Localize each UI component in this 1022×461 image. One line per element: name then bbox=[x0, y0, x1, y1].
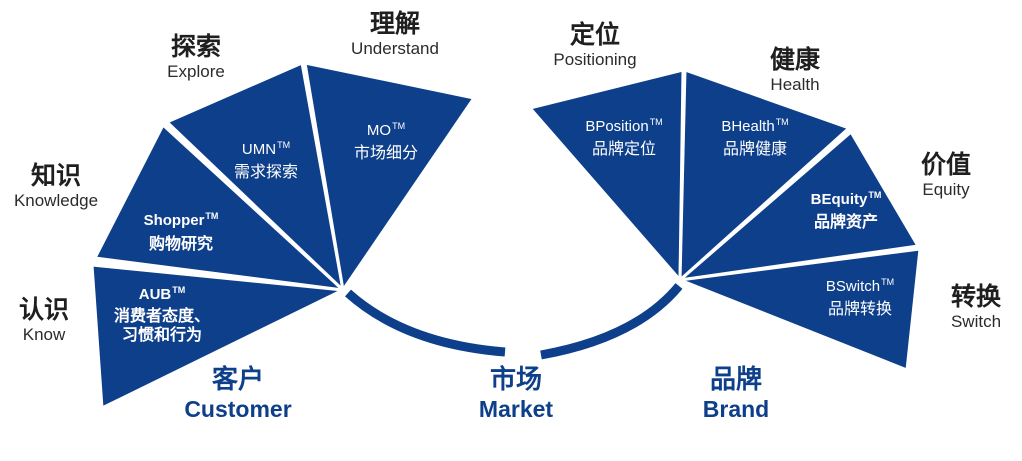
label-equity: 价值 Equity bbox=[920, 150, 972, 199]
inner-health-tm: TM bbox=[775, 117, 789, 127]
inner-positioning-tm: TM bbox=[649, 117, 663, 127]
segment-knowledge bbox=[93, 123, 345, 292]
group-brand-en: Brand bbox=[702, 395, 770, 422]
label-explore-zh: 探索 bbox=[170, 32, 222, 61]
inner-health: BHealthTM 品牌健康 bbox=[721, 117, 788, 159]
inner-know-desc-2: 习惯和行为 bbox=[121, 324, 203, 344]
inner-switch: BSwitchTM 品牌转换 bbox=[826, 277, 894, 319]
inner-knowledge-code: Shopper bbox=[143, 212, 205, 229]
label-know-en: Know bbox=[22, 324, 66, 344]
label-equity-zh: 价值 bbox=[920, 150, 972, 179]
inner-understand: MOTM 市场细分 bbox=[354, 121, 418, 163]
arc-right bbox=[540, 283, 683, 360]
segment-equity bbox=[678, 130, 920, 282]
label-know-zh: 认识 bbox=[18, 295, 70, 324]
inner-switch-desc: 品牌转换 bbox=[827, 299, 892, 319]
inner-equity-tm: TM bbox=[868, 190, 882, 200]
label-understand-en: Understand bbox=[351, 38, 439, 58]
inner-know-tm: TM bbox=[172, 285, 186, 295]
group-brand: 品牌 Brand bbox=[702, 365, 770, 422]
segment-switch bbox=[678, 247, 922, 372]
inner-explore-desc: 需求探索 bbox=[233, 162, 299, 182]
group-market-en: Market bbox=[478, 395, 554, 422]
label-understand-zh: 理解 bbox=[369, 9, 421, 38]
label-explore: 探索 Explore bbox=[167, 32, 225, 81]
label-health-zh: 健康 bbox=[769, 45, 821, 74]
group-market-zh: 市场 bbox=[489, 365, 542, 395]
group-customer-zh: 客户 bbox=[211, 365, 265, 395]
inner-positioning-desc: 品牌定位 bbox=[591, 139, 656, 159]
inner-know-desc-1: 消费者态度、 bbox=[113, 306, 211, 326]
inner-switch-code: BSwitch bbox=[825, 278, 881, 295]
label-equity-en: Equity bbox=[922, 179, 970, 199]
inner-know-code: AUB bbox=[138, 286, 172, 303]
segment-health bbox=[678, 68, 851, 282]
label-knowledge: 知识 Knowledge bbox=[13, 161, 99, 210]
inner-positioning: BPositionTM 品牌定位 bbox=[585, 117, 662, 159]
label-switch: 转换 Switch bbox=[950, 282, 1002, 331]
group-customer-en: Customer bbox=[184, 395, 292, 422]
segment-understand bbox=[303, 61, 476, 292]
segment-positioning bbox=[528, 68, 685, 282]
inner-knowledge: ShopperTM 购物研究 bbox=[144, 211, 219, 254]
label-positioning: 定位 Positioning bbox=[553, 20, 637, 69]
label-understand: 理解 Understand bbox=[351, 9, 439, 58]
inner-understand-desc: 市场细分 bbox=[353, 143, 419, 163]
inner-knowledge-desc: 购物研究 bbox=[148, 234, 213, 254]
label-know: 认识 Know bbox=[18, 295, 70, 344]
label-switch-en: Switch bbox=[950, 311, 1002, 331]
inner-explore-tm: TM bbox=[277, 140, 291, 150]
inner-explore-code: UMN bbox=[241, 141, 277, 158]
inner-know: AUBTM 消费者态度、 习惯和行为 bbox=[114, 285, 210, 344]
group-brand-zh: 品牌 bbox=[709, 365, 763, 395]
label-explore-en: Explore bbox=[167, 61, 225, 81]
inner-switch-tm: TM bbox=[881, 277, 895, 287]
label-health-en: Health bbox=[770, 74, 820, 94]
inner-equity-code: BEquity bbox=[810, 191, 868, 208]
inner-health-desc: 品牌健康 bbox=[722, 139, 787, 159]
label-positioning-en: Positioning bbox=[553, 49, 637, 69]
group-customer: 客户 Customer bbox=[184, 365, 292, 422]
inner-positioning-code: BPosition bbox=[585, 118, 649, 135]
arc-left bbox=[345, 289, 506, 357]
label-knowledge-zh: 知识 bbox=[30, 161, 81, 190]
inner-health-code: BHealth bbox=[721, 118, 775, 135]
label-positioning-zh: 定位 bbox=[569, 20, 621, 49]
label-switch-zh: 转换 bbox=[950, 282, 1002, 311]
inner-understand-code: MO bbox=[366, 122, 392, 139]
segment-know bbox=[90, 263, 345, 410]
inner-equity: BEquityTM 品牌资产 bbox=[811, 190, 882, 232]
inner-equity-desc: 品牌资产 bbox=[813, 212, 879, 232]
inner-understand-tm: TM bbox=[392, 121, 406, 131]
group-market: 市场 Market bbox=[478, 365, 554, 422]
inner-knowledge-tm: TM bbox=[205, 211, 219, 221]
inner-explore: UMNTM 需求探索 bbox=[234, 140, 298, 182]
label-knowledge-en: Knowledge bbox=[13, 190, 99, 210]
label-health: 健康 Health bbox=[769, 45, 821, 94]
